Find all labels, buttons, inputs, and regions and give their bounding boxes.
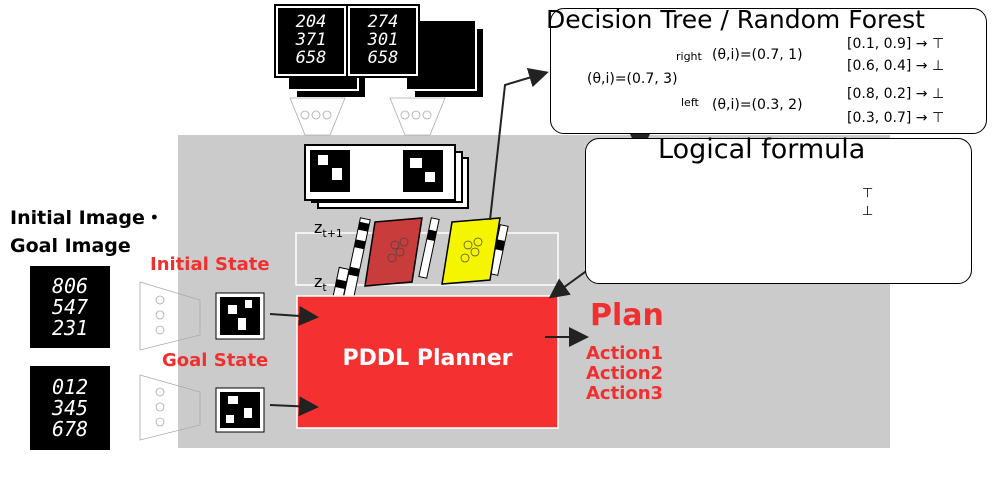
- arrow-initial-to-planner: [269, 305, 319, 326]
- tree-leaf: [0.3, 0.7] → ⊤: [847, 110, 945, 126]
- encoder-network-left: [139, 281, 201, 441]
- decision-tree-title: Decision Tree / Random Forest: [546, 5, 925, 34]
- tree-root-node: (θ,i)=(0.7, 3): [587, 71, 678, 87]
- initial-state-tile: [215, 292, 265, 340]
- arrow-to-decision-tree: [489, 68, 549, 221]
- logical-formula-box: [585, 138, 972, 284]
- z-next-base: z: [314, 218, 323, 237]
- tree-leaf: [0.1, 0.9] → ⊤: [847, 36, 945, 52]
- plan-action: Action1: [586, 343, 664, 364]
- z-current-label: zt: [314, 272, 327, 294]
- z-next-sub: t+1: [322, 227, 343, 241]
- digit-row: 012: [51, 374, 89, 399]
- digit-row: 274: [367, 12, 399, 33]
- plan-action: Action3: [586, 383, 664, 404]
- arrow-goal-to-planner: [269, 396, 319, 417]
- decision-tree-box: [550, 8, 987, 134]
- action-encoder-block: [364, 217, 423, 287]
- logical-formula-title: Logical formula: [658, 134, 866, 165]
- formula-symbol: ⊤: [862, 186, 874, 201]
- plan-title: Plan: [590, 298, 664, 333]
- goal-state-label: Goal State: [162, 350, 269, 371]
- mnist-tile-a: 204 371 658: [274, 4, 348, 78]
- input-images-label: Initial Image・ Goal Image: [10, 204, 164, 260]
- tree-left-node: (θ,i)=(0.3, 2): [712, 97, 803, 113]
- z-current-sub: t: [322, 281, 327, 295]
- transition-region: [295, 232, 559, 286]
- encoder-network-top: [289, 97, 446, 136]
- tree-right-node: (θ,i)=(0.7, 1): [712, 47, 803, 63]
- digit-row: 301: [367, 30, 399, 51]
- digit-row: 658: [367, 47, 399, 68]
- digit-row: 231: [51, 315, 89, 340]
- digit-row: 371: [295, 30, 327, 51]
- digit-row: 678: [51, 416, 89, 441]
- mnist-initial-image: 806 547 231: [30, 266, 110, 348]
- tree-leaf: [0.6, 0.4] → ⊥: [847, 58, 945, 74]
- tree-right-label: right: [676, 50, 702, 63]
- mnist-goal-image: 012 345 678: [30, 366, 110, 450]
- plan-action: Action2: [586, 363, 664, 384]
- tree-leaf: [0.8, 0.2] → ⊥: [847, 86, 945, 102]
- digit-row: 204: [295, 12, 327, 33]
- initial-state-label: Initial State: [150, 254, 270, 275]
- state-card-stack: [304, 144, 469, 209]
- pddl-planner-box: [296, 295, 559, 429]
- digit-row: 345: [51, 395, 89, 420]
- initial-image-label: Initial Image・: [10, 207, 164, 229]
- z-current-base: z: [314, 272, 323, 291]
- planner-title: PDDL Planner: [342, 346, 513, 371]
- tree-left-label: left: [681, 96, 699, 109]
- goal-state-tile: [215, 387, 265, 433]
- digit-row: 547: [51, 294, 89, 319]
- plan-actions: Action1 Action2 Action3: [586, 344, 663, 404]
- mnist-tile-b: 274 301 658: [346, 4, 420, 78]
- formula-symbol: ⊥: [862, 204, 874, 219]
- goal-image-label: Goal Image: [10, 235, 131, 257]
- digit-row: 658: [295, 47, 327, 68]
- z-next-label: zt+1: [314, 218, 343, 240]
- digit-row: 806: [51, 273, 89, 298]
